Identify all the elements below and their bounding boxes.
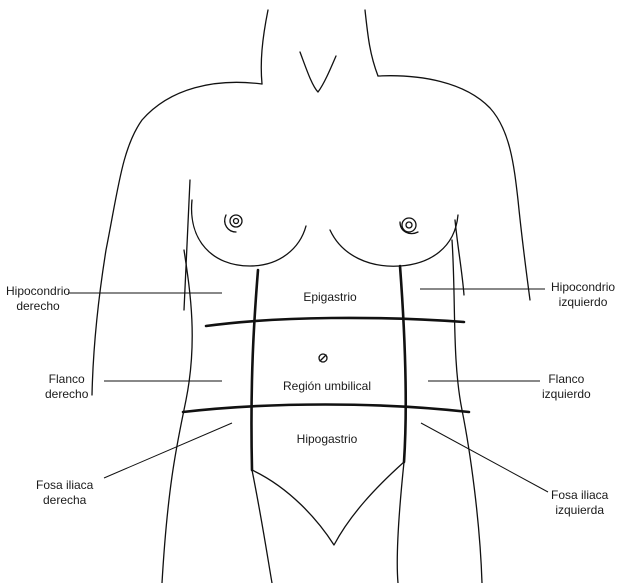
left-breast-outline (192, 200, 306, 266)
leader-fosa-iliaca-izquierda (421, 423, 548, 492)
left-shoulder-outline (92, 82, 262, 395)
label-line-1: Flanco (542, 372, 591, 387)
groin-outline (252, 462, 404, 545)
label-text: Epigastrio (303, 290, 356, 305)
left-nipple (230, 215, 242, 227)
right-nipple (402, 218, 416, 232)
left-vertical-line (251, 270, 258, 470)
lower-horizontal-line (183, 405, 469, 413)
right-inner-arm (455, 220, 464, 295)
label-line-1: Hipocondrio (551, 280, 615, 295)
label-fosa-iliaca-derecha: Fosa iliaca derecha (36, 478, 93, 508)
label-line-1: Flanco (45, 372, 88, 387)
left-torso-side (162, 250, 192, 583)
right-vertical-line (400, 266, 406, 462)
label-line-1: Fosa iliaca (36, 478, 93, 493)
label-line-2: derecho (6, 299, 70, 314)
label-line-2: izquierda (551, 503, 608, 518)
collarbone-notch (300, 52, 336, 92)
right-nipple-inner (406, 222, 412, 228)
label-line-1: Fosa iliaca (551, 488, 608, 503)
neck-left-outline (261, 10, 268, 84)
neck-right-outline (365, 10, 378, 76)
label-text: Región umbilical (283, 379, 371, 394)
label-line-1: Hipocondrio (6, 284, 70, 299)
label-line-2: izquierdo (551, 295, 615, 310)
label-flanco-derecho: Flanco derecho (45, 372, 88, 402)
right-thigh-inner (397, 462, 404, 583)
label-hipocondrio-izquierdo: Hipocondrio izquierdo (551, 280, 615, 310)
label-fosa-iliaca-izquierda: Fosa iliaca izquierda (551, 488, 608, 518)
leader-fosa-iliaca-derecha (104, 423, 232, 478)
label-hipogastrio: Hipogastrio (297, 432, 358, 447)
label-hipocondrio-derecho: Hipocondrio derecho (6, 284, 70, 314)
left-thigh-inner (252, 470, 272, 583)
upper-horizontal-line (206, 318, 464, 326)
label-region-umbilical: Región umbilical (283, 379, 371, 394)
navel-mark (320, 355, 326, 361)
label-line-2: derecha (36, 493, 93, 508)
label-flanco-izquierdo: Flanco izquierdo (542, 372, 591, 402)
right-breast-outline (330, 215, 458, 266)
label-epigastrio: Epigastrio (303, 290, 356, 305)
label-line-2: derecho (45, 387, 88, 402)
label-line-2: izquierdo (542, 387, 591, 402)
left-nipple-inner (234, 219, 239, 224)
label-text: Hipogastrio (297, 432, 358, 447)
